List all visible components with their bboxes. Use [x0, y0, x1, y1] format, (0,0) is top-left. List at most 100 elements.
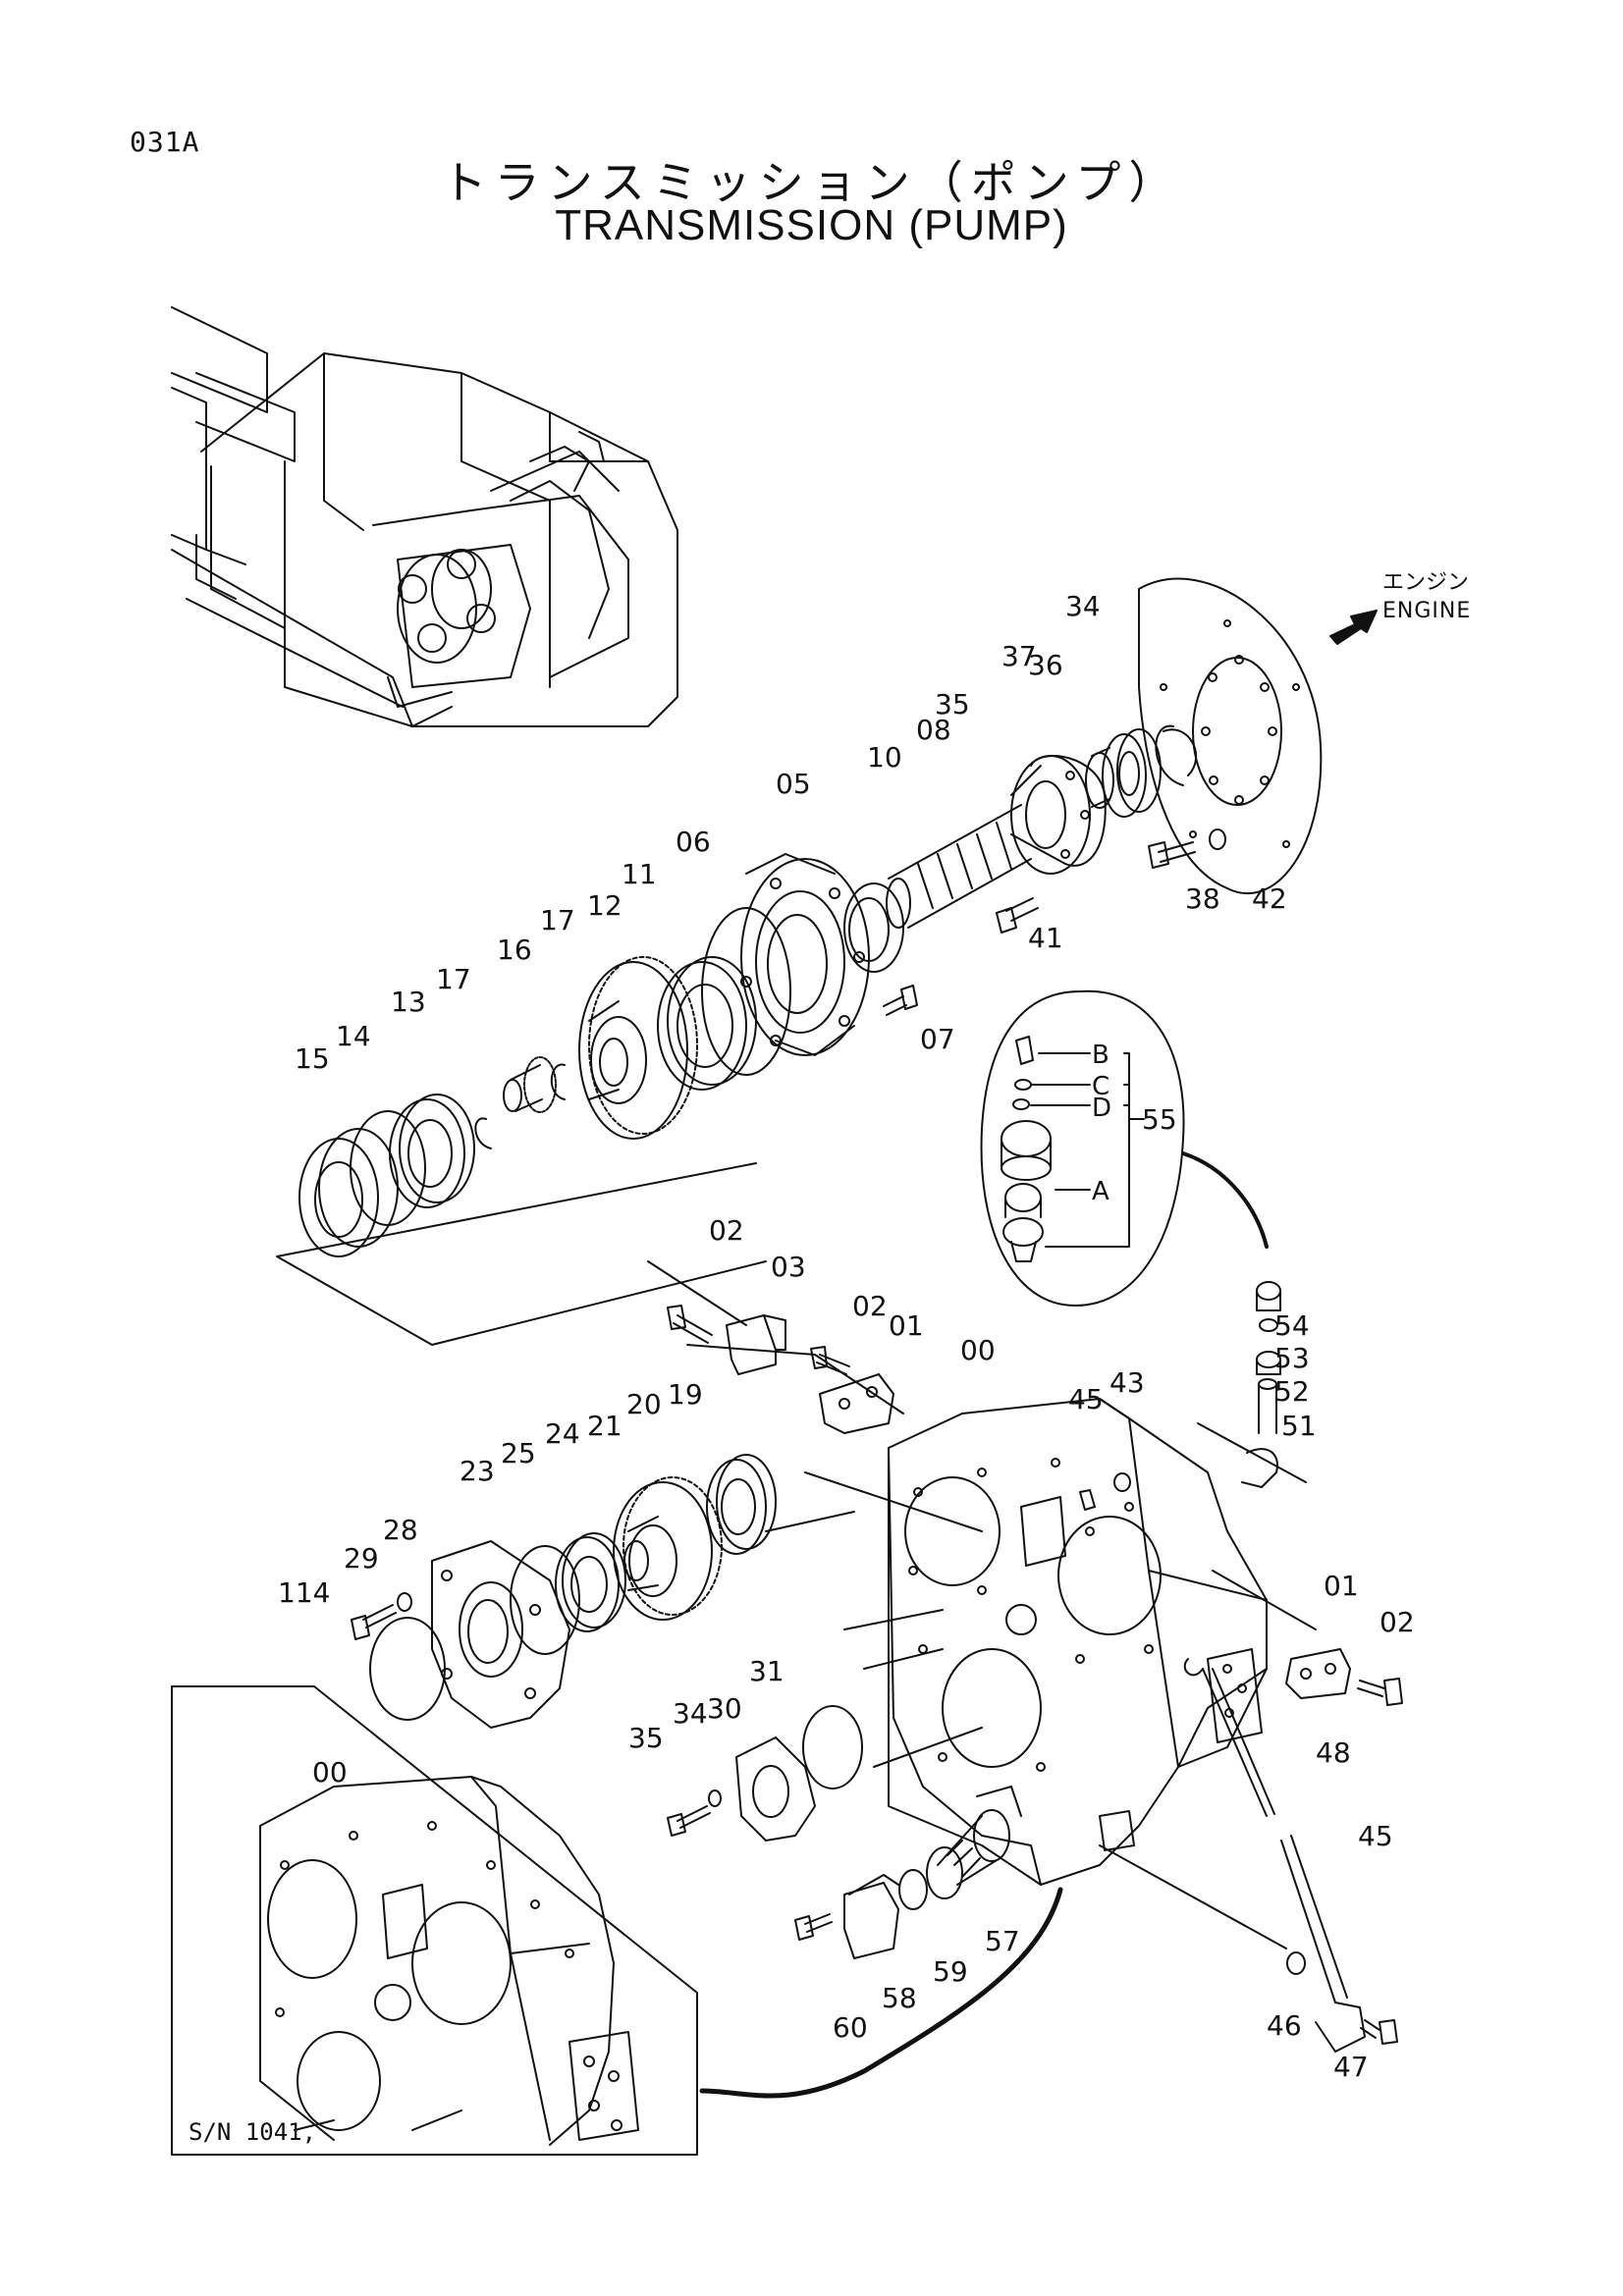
- part-40-washer: [1209, 828, 1226, 850]
- part-label: 05: [776, 768, 811, 800]
- part-02-bolt-upper: [667, 1305, 713, 1344]
- part-39-snap-ring: [1155, 724, 1198, 786]
- part-label: 51: [1281, 1410, 1317, 1442]
- part-38-collar: [1085, 747, 1114, 809]
- part-label: 21: [587, 1410, 622, 1442]
- machine-overview-drawing: [171, 306, 678, 727]
- part-label: 38: [1185, 882, 1220, 915]
- part-label: 54: [1274, 1309, 1310, 1342]
- part-01-bracket-lower: [1285, 1648, 1351, 1699]
- part-46-o-ring: [1286, 1951, 1306, 1975]
- part-20-bearing: [706, 1454, 777, 1555]
- part-12-bearing: [657, 956, 757, 1091]
- part-51-elbow: [1241, 1448, 1278, 1488]
- part-label: 07: [920, 1023, 955, 1055]
- serial-note: S/N 1041,: [189, 2118, 317, 2146]
- part-label: 30: [707, 1692, 742, 1725]
- part-label: 25: [501, 1437, 536, 1469]
- part-23-o-ring: [510, 1545, 580, 1655]
- part-label: 34: [673, 1697, 708, 1730]
- part-label: 45: [1068, 1383, 1104, 1415]
- part-41-bolt: [1148, 841, 1196, 869]
- part-labels: 34 37 35 08 05 36 10 38 42 41 06 11 12 1…: [278, 590, 1415, 2083]
- part-label: 11: [622, 858, 657, 890]
- part-label: 29: [344, 1542, 379, 1575]
- part-label: 41: [1028, 922, 1063, 954]
- part-59-o-ring: [898, 1869, 928, 1910]
- part-label: 35: [628, 1722, 664, 1754]
- part-29-o-ring: [802, 1705, 863, 1789]
- page-title-english: TRANSMISSION (PUMP): [555, 201, 1068, 249]
- engine-label-japanese: エンジン: [1382, 570, 1470, 595]
- part-label: 02: [1380, 1606, 1415, 1638]
- part-label: 20: [626, 1388, 662, 1420]
- inset-part-label: 00: [312, 1756, 348, 1789]
- subassembly-55-sub-label-c: C: [1092, 1072, 1109, 1101]
- part-label: 48: [1316, 1736, 1351, 1769]
- part-03-bracket: [726, 1314, 786, 1375]
- part-label: 31: [749, 1655, 784, 1687]
- page-code: 031A: [130, 126, 200, 158]
- part-label: 45: [1358, 1820, 1393, 1852]
- part-05-bearing-housing: [740, 853, 870, 1056]
- part-34-drive-plate: [1138, 577, 1323, 895]
- part-17-snap-ring-upper: [550, 1063, 566, 1100]
- part-54-washer: [1259, 1318, 1278, 1332]
- part-label: 58: [882, 1982, 917, 2014]
- part-label: 23: [460, 1455, 495, 1487]
- part-43-bolt: [1079, 1489, 1096, 1511]
- part-label: 01: [1324, 1570, 1359, 1602]
- part-48-dipstick: [1183, 1658, 1275, 1817]
- part-label: 52: [1274, 1375, 1310, 1408]
- part-label: 08: [916, 714, 951, 746]
- inset-connector-line: [699, 1887, 1063, 2099]
- part-10-spline-shaft: [886, 804, 1032, 929]
- part-label: 12: [587, 889, 622, 922]
- inset-frame: [171, 1685, 698, 2156]
- part-label: 06: [676, 826, 711, 858]
- engine-direction-arrow: [1329, 610, 1378, 645]
- part-25-bolt: [351, 1604, 397, 1640]
- part-30-washer: [708, 1789, 722, 1807]
- part-17-snap-ring-lower: [474, 1117, 492, 1149]
- part-label: 19: [668, 1378, 703, 1411]
- part-label: 57: [985, 1925, 1020, 1957]
- part-57-strainer: [926, 1809, 1010, 1899]
- part-52-pipe: [1258, 1378, 1277, 1434]
- part-31-bolt: [667, 1805, 711, 1837]
- subassembly-55-sub-label-a: A: [1092, 1177, 1109, 1206]
- part-16-small-gear: [503, 1056, 557, 1113]
- inset-housing-drawing: [259, 1776, 639, 2146]
- part-01-bracket-upper: [819, 1373, 894, 1434]
- part-label: 24: [545, 1417, 580, 1450]
- part-13-bearing: [389, 1094, 475, 1208]
- subassembly-55-label: 55: [1142, 1103, 1177, 1136]
- part-label: 15: [295, 1042, 330, 1075]
- part-08-oil-seal: [843, 882, 904, 973]
- part-47-bolt: [1360, 2019, 1398, 2045]
- part-label: 36: [1028, 649, 1063, 681]
- part-37-bearing: [1102, 728, 1162, 818]
- part-24-washer: [397, 1592, 412, 1612]
- subassembly-55-sub-label-b: B: [1092, 1041, 1109, 1070]
- part-00-transmission-housing: [888, 1398, 1268, 1886]
- part-53-nut: [1256, 1351, 1281, 1375]
- part-11-gear: [578, 956, 698, 1140]
- subassembly-55-sub-label-d: D: [1092, 1094, 1111, 1123]
- part-label: 35: [935, 688, 970, 721]
- part-label: 14: [336, 1020, 371, 1052]
- part-label: 02: [852, 1290, 888, 1322]
- part-label: 42: [1252, 882, 1287, 915]
- part-02-bolt-middle: [810, 1346, 850, 1375]
- part-54-cap: [1256, 1281, 1281, 1311]
- part-label: 17: [540, 904, 575, 936]
- part-label: 00: [960, 1334, 996, 1366]
- page-title-japanese: トランスミッション（ポンプ）: [441, 156, 1182, 209]
- part-60-bolt: [794, 1913, 833, 1941]
- shaft-assembly-outline: [276, 1162, 767, 1346]
- part-label: 114: [278, 1576, 330, 1609]
- part-label: 28: [383, 1514, 418, 1546]
- part-35-flange: [1010, 755, 1107, 875]
- part-label: 60: [833, 2011, 868, 2044]
